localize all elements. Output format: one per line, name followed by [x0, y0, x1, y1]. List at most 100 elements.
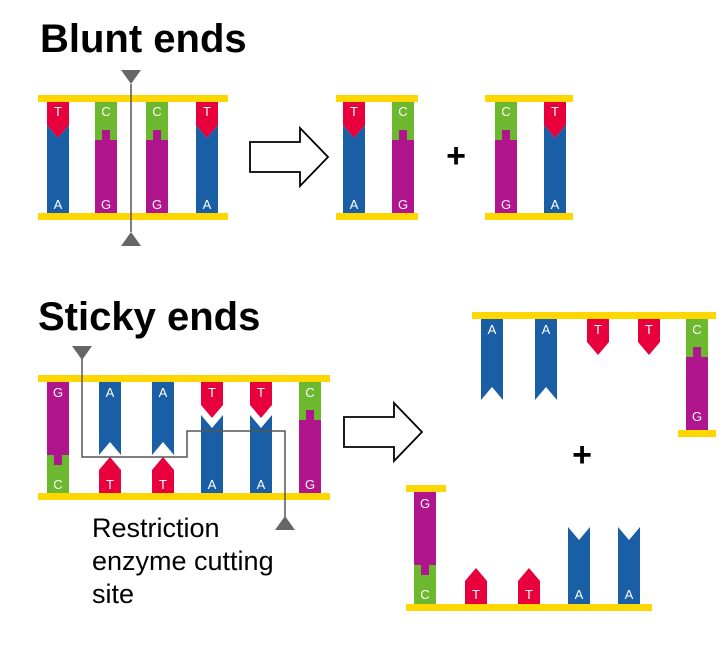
fragment-top-backbone — [472, 312, 716, 319]
base-label: C — [101, 104, 110, 119]
cut-marker-top-icon — [72, 346, 92, 360]
base-g — [146, 130, 168, 213]
base-t — [152, 457, 174, 493]
base-c — [299, 382, 321, 420]
base-label: G — [152, 197, 162, 212]
fragment-bottom-backbone — [485, 213, 573, 220]
cut-marker-bottom-icon — [121, 232, 141, 246]
sticky-arrow-icon — [343, 400, 424, 464]
base-a — [535, 319, 557, 400]
base-t — [99, 457, 121, 493]
base-g — [686, 347, 708, 430]
base-t — [587, 319, 609, 355]
base-label: A — [551, 197, 560, 212]
base-t — [544, 102, 566, 138]
base-a — [544, 125, 566, 213]
base-label: A — [575, 587, 584, 602]
base-c — [146, 102, 168, 140]
base-a — [196, 125, 218, 213]
base-g — [495, 130, 517, 213]
base-a — [99, 382, 121, 455]
base-label: G — [101, 197, 111, 212]
base-a — [343, 125, 365, 213]
base-label: T — [54, 104, 62, 119]
blunt-plus-sign: + — [446, 137, 466, 175]
base-a — [152, 382, 174, 455]
blunt-bottom-backbone — [38, 213, 228, 220]
base-label: T — [208, 385, 216, 400]
base-label: T — [525, 587, 533, 602]
base-a — [250, 415, 272, 493]
base-a — [568, 527, 590, 604]
blunt-ends-title: Blunt ends — [40, 17, 247, 61]
blunt-base-pair-1: T A — [47, 102, 69, 213]
sticky-top-backbone — [38, 375, 330, 382]
blunt-base-pair-3: C G — [146, 102, 168, 213]
base-c — [47, 455, 69, 493]
blunt-base-pair-4: T A — [196, 102, 218, 213]
base-t — [196, 102, 218, 138]
base-label: C — [420, 587, 429, 602]
fragment-bottom-backbone — [336, 213, 418, 220]
base-label: G — [398, 197, 408, 212]
sticky-base-pair-2: A T — [99, 382, 121, 493]
base-label: C — [398, 104, 407, 119]
base-label: C — [305, 385, 314, 400]
sticky-base-pair-5: T A — [250, 382, 272, 493]
sticky-base-pair-1: G C — [47, 382, 69, 493]
base-label: T — [551, 104, 559, 119]
base-label: T — [594, 322, 602, 337]
base-label: G — [305, 477, 315, 492]
fragment-top-backbone — [336, 95, 418, 102]
base-label: A — [208, 477, 217, 492]
base-t — [465, 568, 487, 604]
base-t — [518, 568, 540, 604]
base-g — [47, 382, 69, 465]
sticky-top-fragment: A A T T C G — [472, 312, 716, 437]
base-label: A — [542, 322, 551, 337]
base-g — [414, 492, 436, 575]
fragment-end-backbone — [406, 485, 446, 492]
base-a — [47, 125, 69, 213]
base-label: A — [203, 197, 212, 212]
base-label: T — [203, 104, 211, 119]
base-label: A — [54, 197, 63, 212]
sticky-ends-title: Sticky ends — [38, 295, 260, 339]
base-label: G — [53, 385, 63, 400]
base-label: C — [692, 322, 701, 337]
sticky-plus-sign: + — [572, 436, 592, 474]
base-c — [392, 102, 414, 140]
blunt-right-fragment: C G T A — [485, 95, 573, 220]
caption-line-1: Restriction — [92, 513, 220, 543]
base-t — [201, 382, 223, 418]
base-label: A — [159, 385, 168, 400]
base-label: T — [257, 385, 265, 400]
fragment-top-backbone — [485, 95, 573, 102]
base-g — [95, 130, 117, 213]
base-label: T — [472, 587, 480, 602]
fragment-end-backbone — [678, 430, 716, 437]
base-label: A — [257, 477, 266, 492]
cut-marker-bottom-icon — [275, 516, 295, 530]
sticky-original-dna: G C A T A T T A T A — [38, 346, 330, 530]
base-label: G — [501, 197, 511, 212]
sticky-cut-line — [81, 358, 286, 517]
base-c — [95, 102, 117, 140]
base-label: T — [350, 104, 358, 119]
base-a — [618, 527, 640, 604]
base-a — [481, 319, 503, 400]
base-label: T — [106, 477, 114, 492]
base-t — [343, 102, 365, 138]
base-label: G — [692, 409, 702, 424]
base-a — [201, 415, 223, 493]
base-label: C — [501, 104, 510, 119]
blunt-arrow-icon — [249, 125, 330, 189]
base-label: T — [645, 322, 653, 337]
base-label: A — [625, 587, 634, 602]
base-g — [392, 130, 414, 213]
sticky-bottom-backbone — [38, 493, 330, 500]
base-label: G — [420, 496, 430, 511]
base-g — [299, 410, 321, 493]
base-label: A — [488, 322, 497, 337]
cut-marker-top-icon — [121, 70, 141, 84]
